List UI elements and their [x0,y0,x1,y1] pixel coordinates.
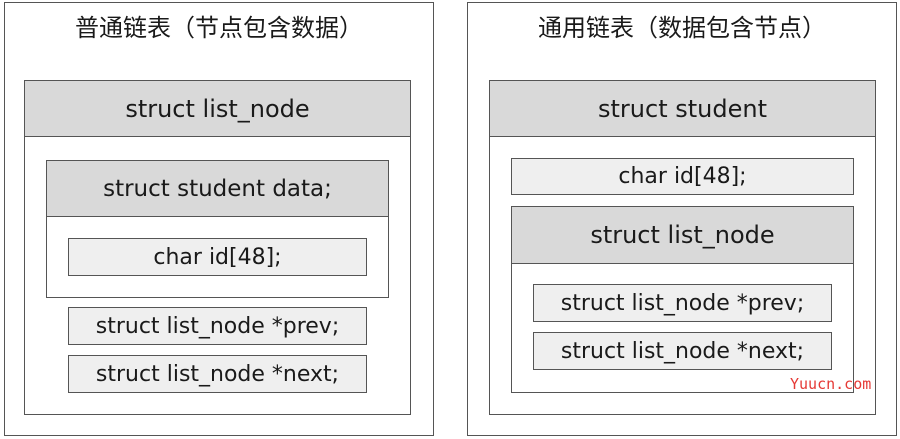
right-student-header: struct student [490,81,875,137]
right-id-field: char id[48]; [511,158,854,195]
left-list-node-header: struct list_node [25,81,410,137]
left-id-field: char id[48]; [68,238,367,276]
left-panel-title: 普通链表（节点包含数据） [75,14,363,42]
left-student-data-struct: struct student data; [46,160,389,298]
watermark-text: Yuucn.com [790,375,872,393]
right-panel-title: 通用链表（数据包含节点） [538,14,826,42]
right-next-field: struct list_node *next; [533,332,832,370]
left-next-field: struct list_node *next; [68,355,367,393]
left-student-data-header: struct student data; [47,161,388,217]
right-list-node-header: struct list_node [512,207,853,264]
right-prev-field: struct list_node *prev; [533,284,832,322]
left-prev-field: struct list_node *prev; [68,307,367,345]
